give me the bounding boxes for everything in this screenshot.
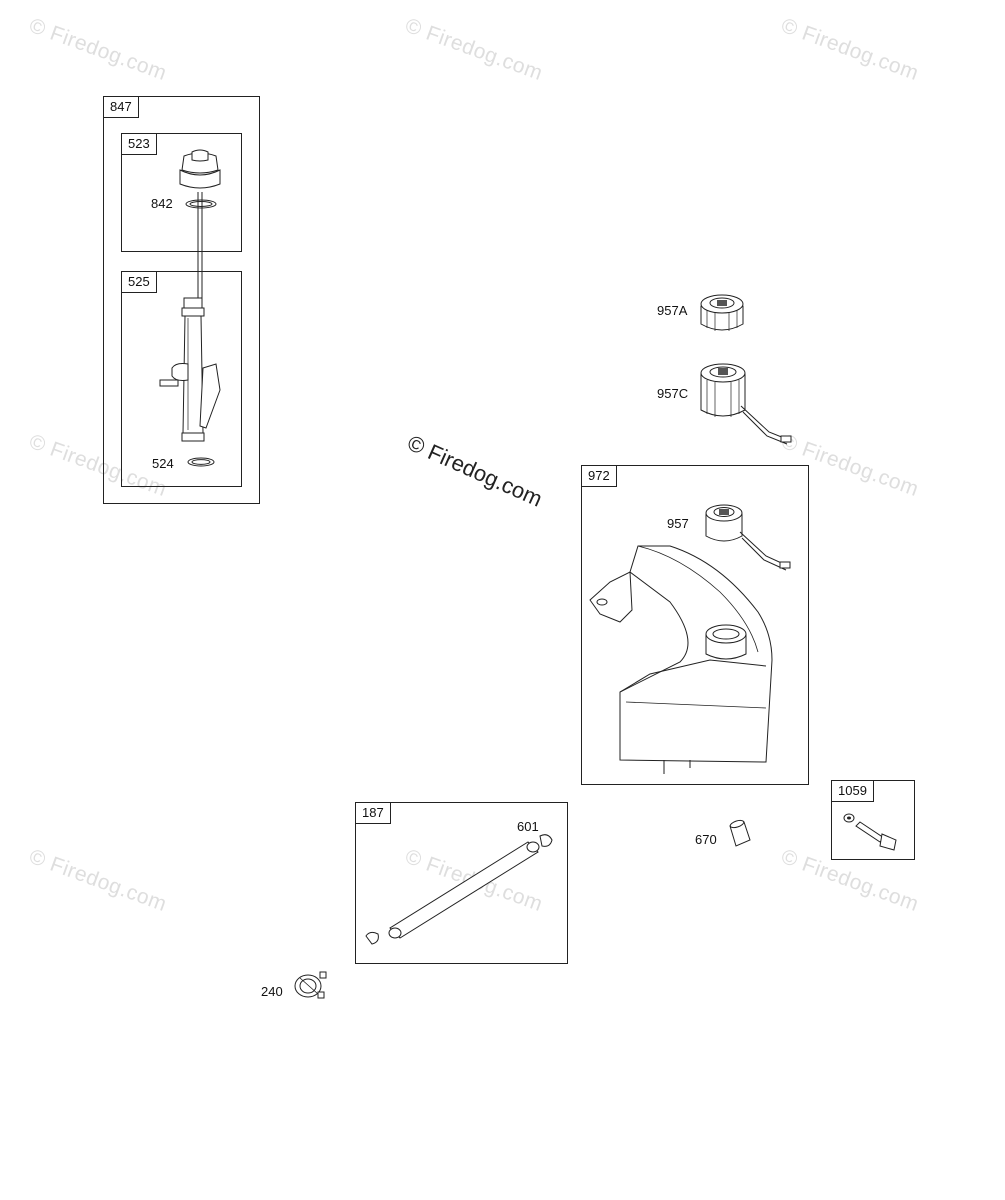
fuel-filter-icon[interactable]	[290, 968, 330, 1002]
assembly-523-box: 523	[121, 133, 242, 252]
watermark: © Firedog.com	[26, 14, 170, 86]
assembly-525-tab: 525	[121, 271, 157, 293]
assembly-523-tab: 523	[121, 133, 157, 155]
watermark: © Firedog.com	[26, 845, 170, 917]
dipstick-cap-icon[interactable]	[170, 148, 230, 308]
spacer-icon[interactable]	[728, 820, 752, 848]
assembly-187-tab: 187	[355, 802, 391, 824]
fuel-cap-tethered-icon[interactable]	[697, 360, 797, 446]
fuel-cap-tethered-icon[interactable]	[702, 500, 794, 576]
part-label-524: 524	[152, 456, 174, 471]
assembly-187-box: 187	[355, 802, 568, 964]
assembly-847-box: 847	[103, 96, 260, 504]
oil-fill-tube-icon[interactable]	[158, 298, 228, 448]
o-ring-icon[interactable]	[186, 456, 216, 468]
fuel-cap-icon[interactable]	[697, 290, 747, 336]
part-label-670: 670	[695, 832, 717, 847]
assembly-525-box: 525	[121, 271, 242, 487]
fuel-tank-icon[interactable]	[590, 542, 780, 774]
assembly-847-tab: 847	[103, 96, 139, 118]
assembly-1059-box: 1059	[831, 780, 915, 860]
part-label-957c: 957C	[657, 386, 689, 401]
part-label-957: 957	[667, 516, 689, 531]
fuel-line-icon[interactable]	[362, 826, 562, 954]
assembly-972-tab: 972	[581, 465, 617, 487]
watermark: © Firedog.com	[778, 14, 922, 86]
assembly-972-box: 972	[581, 465, 809, 785]
part-label-842: 842	[151, 196, 173, 211]
center-watermark: © Firedog.com	[403, 430, 547, 512]
watermark: © Firedog.com	[402, 14, 546, 86]
screw-icon[interactable]	[842, 810, 906, 852]
o-ring-icon[interactable]	[184, 198, 218, 210]
part-label-601: 601	[517, 819, 539, 834]
part-label-957a: 957A	[657, 303, 688, 318]
assembly-1059-tab: 1059	[831, 780, 874, 802]
part-label-240: 240	[261, 984, 283, 999]
